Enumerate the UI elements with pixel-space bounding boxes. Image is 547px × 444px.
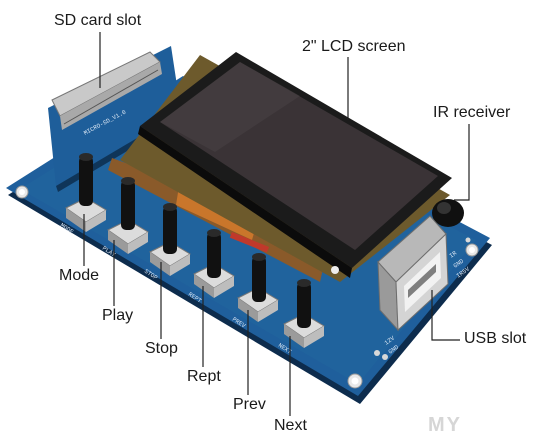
callout-lines: [83, 32, 470, 416]
label-lcd-screen: 2" LCD screen: [302, 38, 406, 55]
label-next: Next: [274, 417, 307, 434]
callout-line-ir: [454, 124, 470, 201]
callout-line-usb: [431, 290, 460, 341]
button-mode: [65, 153, 107, 232]
label-stop: Stop: [145, 340, 178, 357]
usb-port: [377, 215, 449, 332]
button-play: [107, 177, 149, 254]
label-ir-receiver: IR receiver: [433, 104, 511, 121]
button-prev: [237, 253, 279, 322]
label-mode: Mode: [59, 267, 100, 284]
svg-text:IR: IR: [448, 250, 458, 260]
button-next: [283, 279, 325, 348]
label-usb-slot: USB slot: [464, 330, 527, 347]
label-play: Play: [102, 307, 134, 324]
ir-receiver: [432, 199, 464, 227]
watermark: MY: [428, 414, 462, 436]
label-rept: Rept: [187, 368, 221, 385]
lcd-module: [108, 52, 452, 282]
label-prev: Prev: [233, 396, 266, 413]
button-rept: [193, 229, 235, 298]
label-sd-card-slot: SD card slot: [54, 12, 142, 29]
button-stop: [149, 203, 191, 276]
